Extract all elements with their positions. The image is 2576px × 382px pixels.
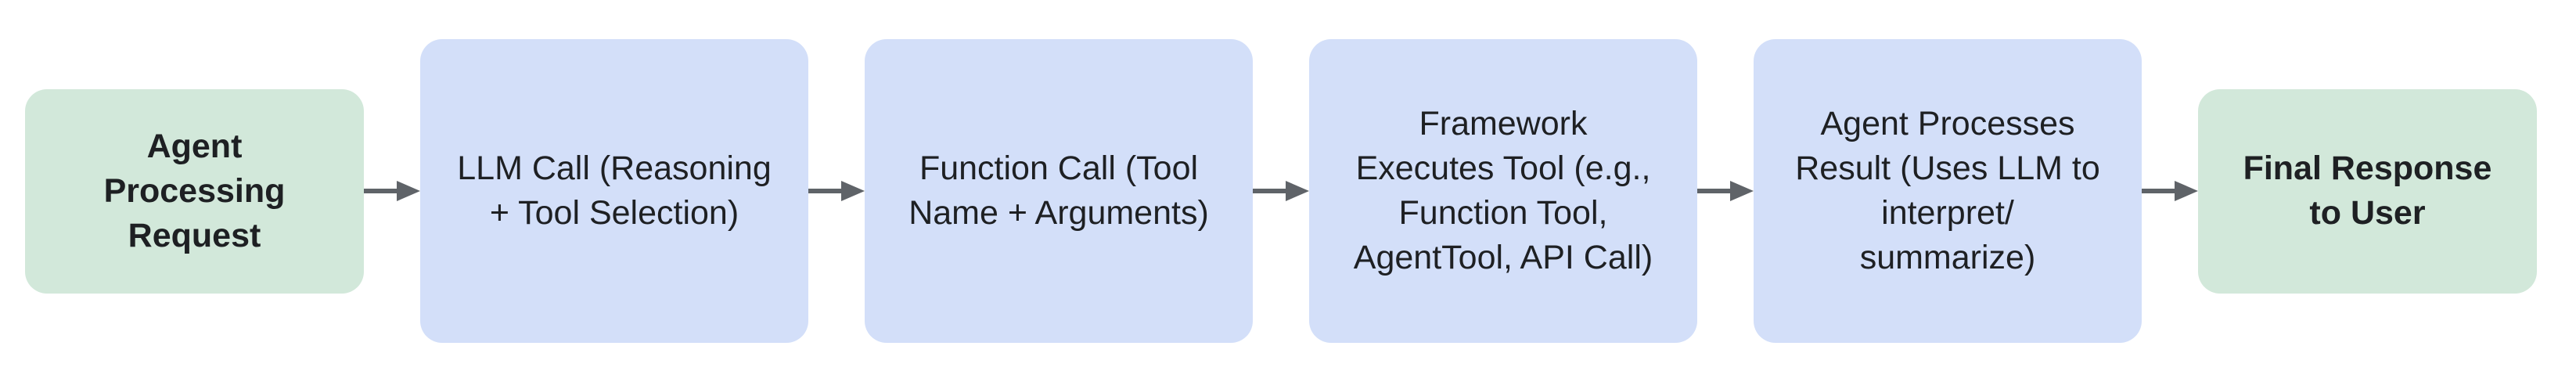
arrow-head-icon: [841, 181, 865, 201]
node-label: Agent Processes Result (Uses LLM to inte…: [1795, 105, 2100, 276]
arrow-shaft: [2142, 189, 2178, 193]
flow-arrow-icon: [1253, 181, 1309, 201]
node-label: Function Call (Tool Name + Arguments): [908, 150, 1209, 232]
arrow-head-icon: [2175, 181, 2198, 201]
node-label: LLM Call (Reasoning + Tool Selection): [457, 150, 772, 232]
arrow-head-icon: [1286, 181, 1309, 201]
node-function-call: Function Call (Tool Name + Arguments): [865, 39, 1253, 343]
flow-arrow-icon: [1697, 181, 1754, 201]
node-agent-processing-request: Agent Processing Request: [25, 88, 364, 294]
node-final-response-to-user: Final Response to User: [2198, 88, 2537, 294]
arrow-shaft: [1253, 189, 1289, 193]
node-label: Agent Processing Request: [103, 127, 286, 254]
arrow-shaft: [364, 189, 400, 193]
node-agent-processes-result: Agent Processes Result (Uses LLM to inte…: [1754, 39, 2142, 343]
flow-arrow-icon: [364, 181, 420, 201]
flow-arrow-icon: [2142, 181, 2198, 201]
arrow-head-icon: [1730, 181, 1754, 201]
flow-arrow-icon: [808, 181, 865, 201]
node-framework-executes-tool: Framework Executes Tool (e.g., Function …: [1309, 39, 1697, 343]
node-label: Framework Executes Tool (e.g., Function …: [1353, 105, 1653, 276]
node-label: Final Response to User: [2243, 150, 2492, 232]
arrow-shaft: [1697, 189, 1733, 193]
node-llm-call: LLM Call (Reasoning + Tool Selection): [420, 39, 808, 343]
arrow-head-icon: [397, 181, 420, 201]
arrow-shaft: [808, 189, 844, 193]
